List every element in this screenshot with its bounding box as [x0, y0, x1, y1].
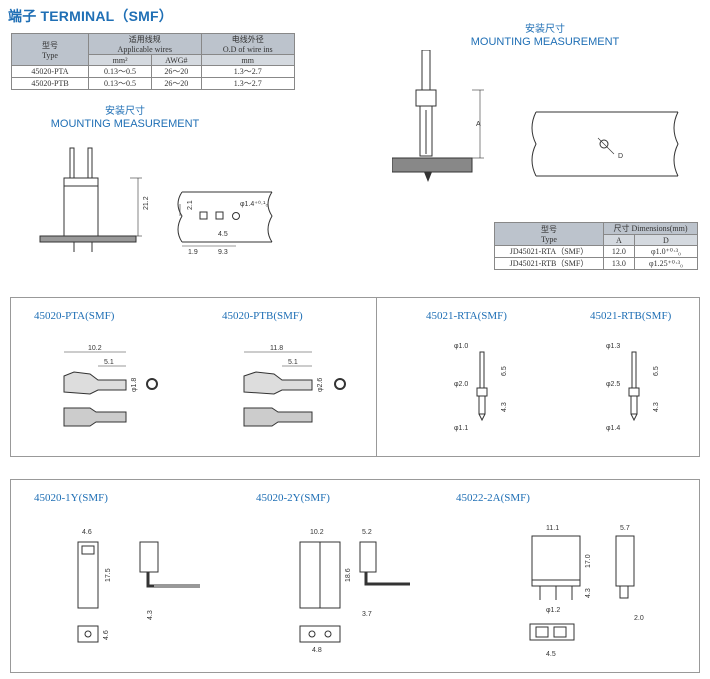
- dim-2y-10-2: 10.2: [310, 529, 324, 536]
- dim-pta-5-1: 5.1: [104, 359, 114, 366]
- label-45020-2y: 45020-2Y(SMF): [256, 492, 330, 504]
- page-title: 端子 TERMINAL（SMF）: [8, 8, 173, 24]
- dim-9-3: 9.3: [218, 249, 228, 256]
- dim-2a-11-1: 11.1: [546, 525, 559, 532]
- label-45020-pta: 45020-PTA(SMF): [34, 310, 115, 322]
- label-45020-ptb: 45020-PTB(SMF): [222, 310, 303, 322]
- spec-sub-awg: AWG#: [151, 54, 202, 66]
- dim-rtb-phi-1-4: φ1.4: [606, 425, 620, 432]
- dim-ptb-5-1: 5.1: [288, 359, 298, 366]
- pcb-hole-drawing: 2.1 φ1.4⁺⁰·¹₀ 4.5 1.9 9.3: [177, 191, 273, 256]
- dim-1y-4-6: 4.6: [82, 529, 92, 536]
- mounting-drawing-left: 21.2: [39, 147, 150, 252]
- rta-rtb-drawings: φ1.0 φ2.0 φ1.1 6.5 4.3 φ1.3 φ2.5 φ1.4 6.…: [454, 343, 660, 432]
- dim-1-9: 1.9: [188, 249, 198, 256]
- table-row: 45020-PTB 0.13～0.5 26～20 1.3～2.7: [11, 77, 296, 90]
- dim-phi-1-4: φ1.4⁺⁰·¹₀: [240, 200, 268, 208]
- pta-ptb-drawings: 10.2 5.1 φ1.8 11.8 5.1 φ2.6: [63, 345, 346, 427]
- dim-2y-18-6: 18.6: [345, 568, 352, 582]
- dim-2a-17-0: 17.0: [585, 554, 592, 568]
- dim-d: D: [618, 153, 623, 160]
- mounting-drawing-right: A: [392, 50, 484, 182]
- dim-a: A: [476, 121, 481, 128]
- dim-1y-17-5: 17.5: [105, 568, 112, 582]
- dim-pta-10-2: 10.2: [88, 345, 102, 352]
- dim-2a-5-7: 5.7: [620, 525, 630, 532]
- dim-2y-5-2: 5.2: [362, 529, 372, 536]
- table-row: JD45021-RTA（SMF） 12.0 φ1.0⁺⁰·³₀: [494, 245, 699, 258]
- spec-sub-od: mm: [200, 54, 296, 66]
- table-row: 45020-PTA 0.13～0.5 26～20 1.3～2.7: [11, 65, 296, 78]
- label-45021-rtb: 45021-RTB(SMF): [590, 310, 672, 322]
- dim-rtb-phi-1-3: φ1.3: [606, 343, 620, 350]
- panel-rta-rtb: [376, 297, 700, 457]
- panel-housings: [10, 479, 700, 673]
- hole-drawing-right: D: [531, 111, 679, 177]
- dim-ptb-phi-2-6: φ2.6: [317, 378, 324, 392]
- dim-2a-4-3: 4.3: [585, 588, 592, 598]
- table-row: JD45021-RTB（SMF） 13.0 φ1.25⁺⁰·³₀: [494, 257, 699, 270]
- dim-2a-2-0: 2.0: [634, 615, 644, 622]
- dim-1y-4-3: 4.3: [147, 610, 154, 620]
- dim-rta-phi-1-1: φ1.1: [454, 425, 468, 432]
- dim-rta-phi-1-0: φ1.0: [454, 343, 468, 350]
- label-45020-1y: 45020-1Y(SMF): [34, 492, 108, 504]
- dim-pta-phi-1-8: φ1.8: [131, 378, 138, 392]
- label-45021-rta: 45021-RTA(SMF): [426, 310, 507, 322]
- label-45022-2a: 45022-2A(SMF): [456, 492, 530, 504]
- dim-rtb-6-5: 6.5: [653, 366, 660, 376]
- dim-2y-4-8: 4.8: [312, 647, 322, 654]
- dim-rta-4-3: 4.3: [501, 402, 508, 412]
- housing-drawings: 4.6 17.5 4.3 4.6 10.2 18.6 5.2 3.7 4.8 1…: [77, 525, 644, 658]
- dim-ptb-11-8: 11.8: [270, 345, 283, 352]
- dim-2y-3-7: 3.7: [362, 611, 372, 618]
- dim-1y-4-6b: 4.6: [103, 630, 110, 640]
- spec-sub-mm: mm²: [87, 54, 153, 66]
- dim-rtb-phi-2-5: φ2.5: [606, 381, 620, 388]
- dim-rtb-4-3: 4.3: [653, 402, 660, 412]
- dim-4-5: 4.5: [218, 231, 228, 238]
- dim-2a-phi-1-2: φ1.2: [546, 607, 560, 614]
- dim-rta-6-5: 6.5: [501, 366, 508, 376]
- dim-2a-4-5: 4.5: [546, 651, 556, 658]
- dim-21-2: 21.2: [143, 196, 150, 210]
- dim-rta-phi-2-0: φ2.0: [454, 381, 468, 388]
- dim-2-1: 2.1: [187, 200, 194, 210]
